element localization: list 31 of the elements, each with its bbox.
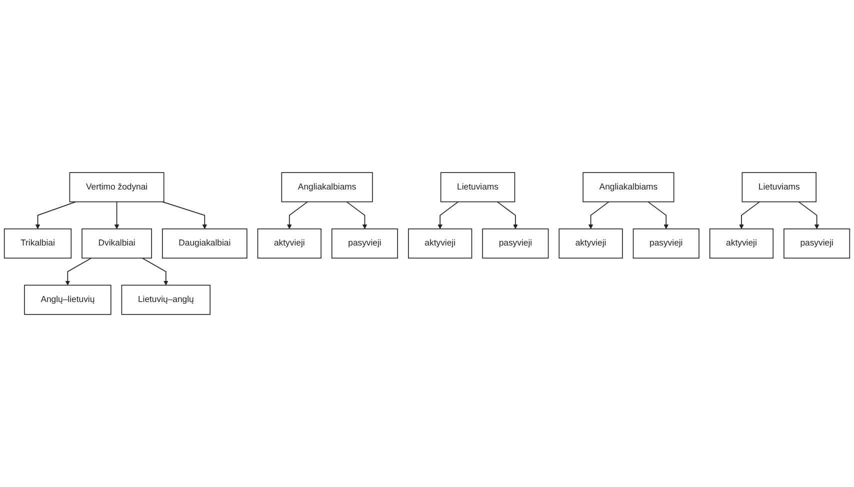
arrow [648,201,668,230]
node-box: Angliakalbiams [281,172,373,202]
arrow [162,201,208,230]
node-box: Lietuviams [742,172,816,202]
node-box: aktyvieji [257,228,322,259]
node-box: pasyvieji [331,228,398,259]
node-box: Daugiakalbiai [162,228,248,259]
node-box: Dvikalbiai [82,228,152,259]
node-box: Anglų–lietuvių [24,284,112,315]
node-box: pasyvieji [482,228,549,259]
node-box: aktyvieji [408,228,472,259]
arrow [287,201,308,230]
arrow [114,201,120,230]
arrow [142,258,168,286]
node-box: aktyvieji [709,228,774,259]
node-box: pasyvieji [784,228,850,259]
arrow [346,201,368,230]
node-box: aktyvieji [558,228,623,259]
arrow [65,258,92,286]
node-box: Lietuviams [440,172,516,202]
arrow [588,201,610,230]
arrow [438,201,459,230]
node-box: Trikalbiai [4,228,72,259]
arrow [798,201,820,230]
arrow [739,201,760,230]
node-box: Lietuvių–anglų [121,284,210,315]
node-box: Angliakalbiams [582,172,674,202]
node-box: pasyvieji [632,228,700,259]
arrow [496,201,518,230]
node-box: Vertimo žodynai [69,172,164,202]
arrow [35,201,76,230]
